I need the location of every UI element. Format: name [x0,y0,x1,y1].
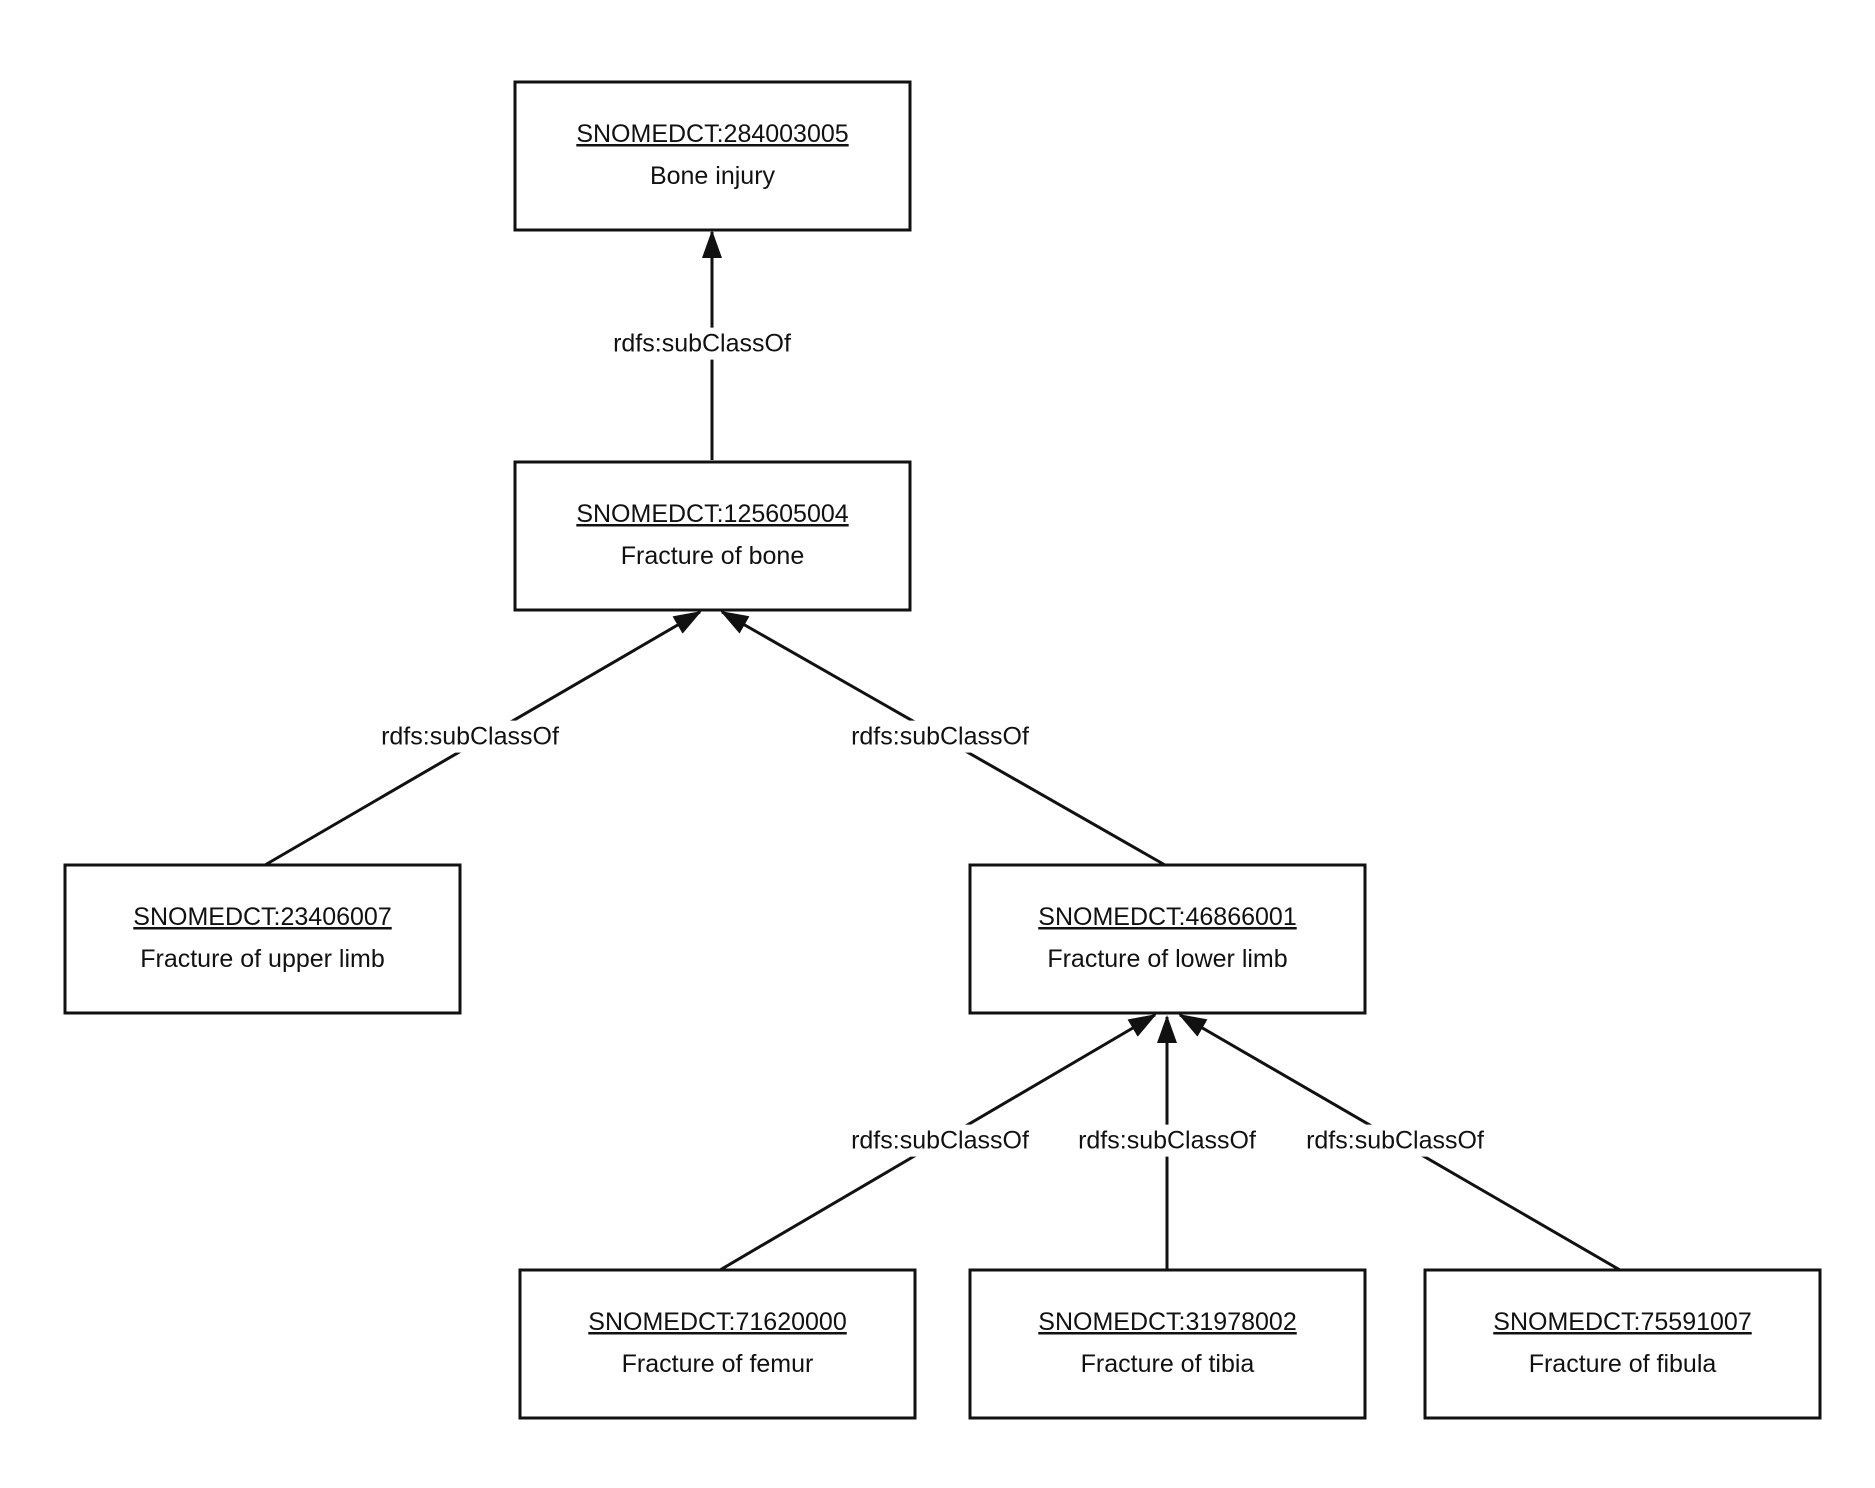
node-box [515,462,910,610]
node-box [970,1270,1365,1418]
node-fracture-of-fibula: SNOMEDCT:75591007Fracture of fibula [1425,1270,1820,1418]
node-id: SNOMEDCT:75591007 [1493,1308,1751,1336]
edge-label: rdfs:subClassOf [851,723,1029,751]
edge-label: rdfs:subClassOf [381,723,559,751]
edge-2: rdfs:subClassOf [265,612,700,865]
node-fracture-of-bone: SNOMEDCT:125605004Fracture of bone [515,462,910,610]
node-box [515,82,910,230]
node-id: SNOMEDCT:23406007 [133,903,391,931]
node-label: Fracture of tibia [1081,1350,1255,1378]
node-label: Fracture of lower limb [1047,945,1287,973]
edge-1: rdfs:subClassOf [609,232,795,460]
node-fracture-of-upper-limb: SNOMEDCT:23406007Fracture of upper limb [65,865,460,1013]
edge-label: rdfs:subClassOf [1306,1127,1484,1155]
node-label: Fracture of femur [622,1350,814,1378]
node-id: SNOMEDCT:46866001 [1038,903,1296,931]
edge-5: rdfs:subClassOf [1074,1017,1260,1270]
node-box [1425,1270,1820,1418]
node-id: SNOMEDCT:71620000 [588,1308,846,1336]
node-fracture-of-tibia: SNOMEDCT:31978002Fracture of tibia [970,1270,1365,1418]
edge-label: rdfs:subClassOf [851,1127,1029,1155]
edge-label: rdfs:subClassOf [1078,1127,1256,1155]
node-box [970,865,1365,1013]
node-label: Bone injury [650,162,776,190]
edge-label: rdfs:subClassOf [613,330,791,358]
node-box [65,865,460,1013]
node-id: SNOMEDCT:31978002 [1038,1308,1296,1336]
node-bone-injury: SNOMEDCT:284003005Bone injury [515,82,910,230]
node-id: SNOMEDCT:284003005 [576,120,848,148]
node-label: Fracture of fibula [1529,1350,1717,1378]
node-fracture-of-femur: SNOMEDCT:71620000Fracture of femur [520,1270,915,1418]
edge-3: rdfs:subClassOf [722,612,1165,865]
node-label: Fracture of upper limb [140,945,385,973]
node-label: Fracture of bone [621,542,804,570]
node-id: SNOMEDCT:125605004 [576,500,848,528]
node-box [520,1270,915,1418]
edges-layer: rdfs:subClassOf rdfs:subClassOf rdfs:subCl… [265,232,1620,1270]
node-fracture-of-lower-limb: SNOMEDCT:46866001Fracture of lower limb [970,865,1365,1013]
